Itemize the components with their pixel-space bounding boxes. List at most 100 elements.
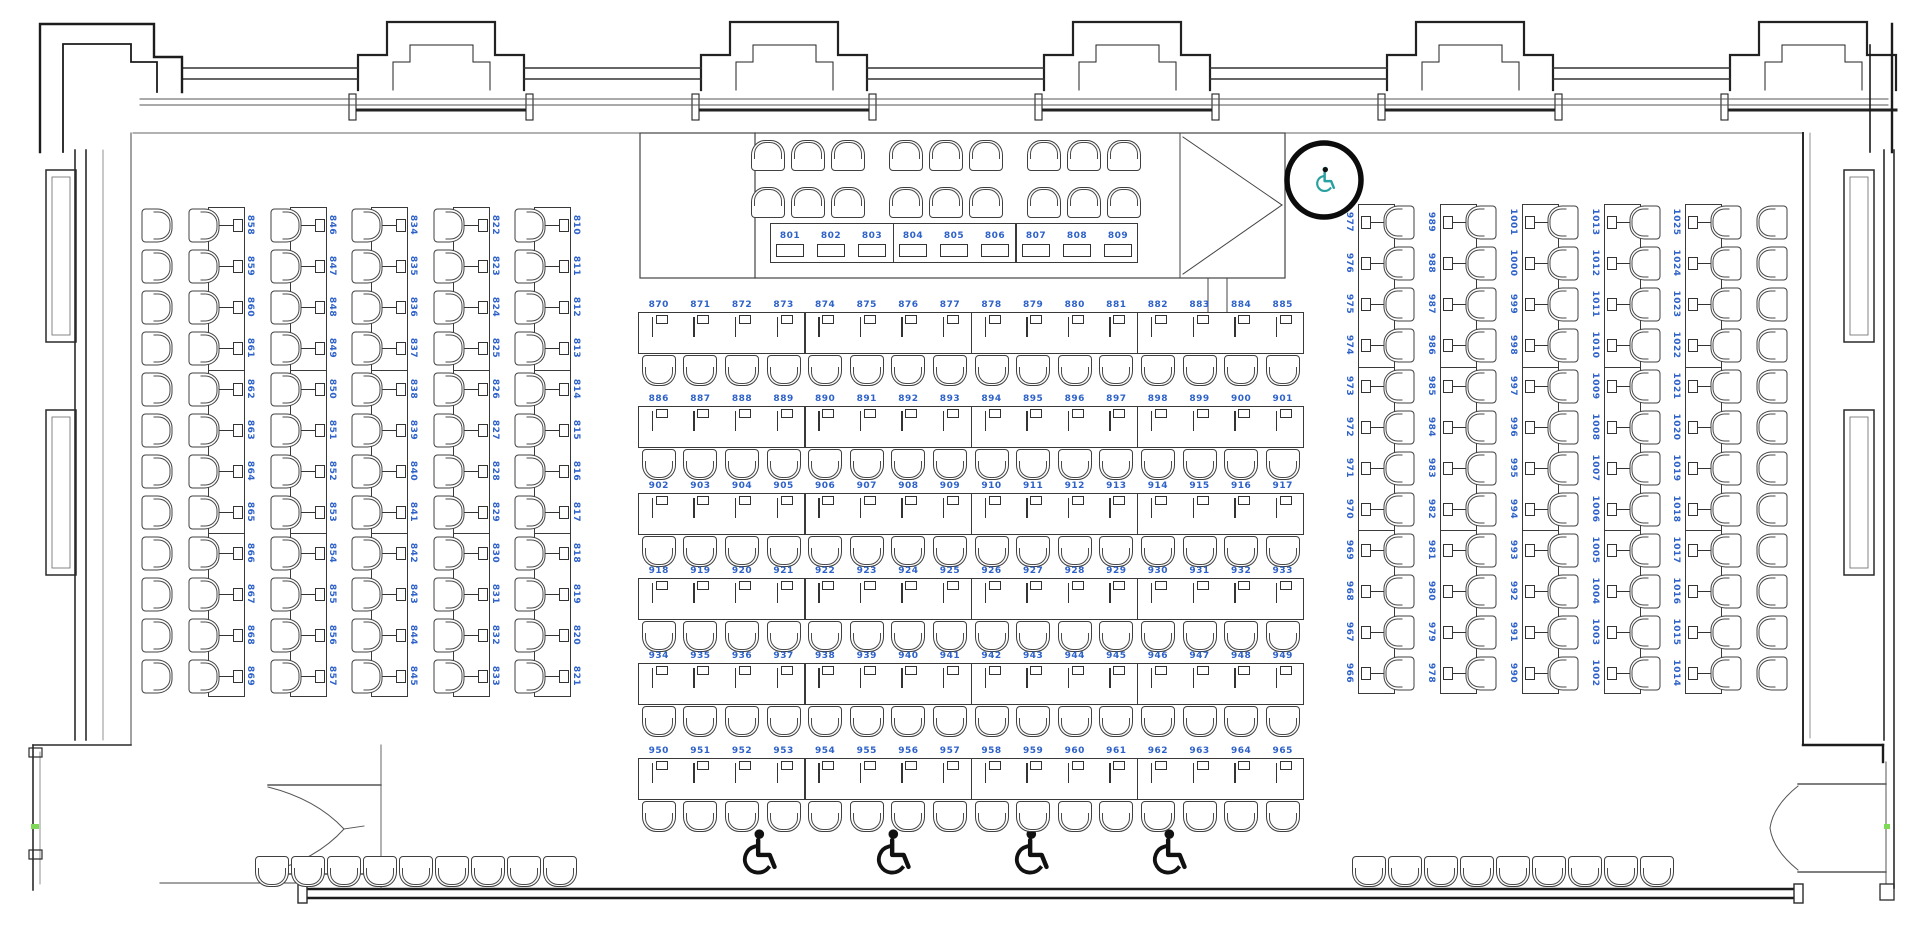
chair-icon [1099, 621, 1134, 652]
terminal-icon [298, 422, 325, 438]
seat-label: 919 [690, 566, 711, 576]
chair-icon [141, 372, 173, 406]
chair-icon [1629, 328, 1660, 362]
seat-label: 821 [571, 665, 581, 687]
desk-divider [1522, 367, 1559, 369]
seat-label: 936 [731, 651, 753, 661]
chair-icon [849, 449, 884, 480]
terminal-icon [1443, 460, 1469, 476]
seat-label: 863 [245, 419, 255, 441]
seat-label: 855 [326, 583, 337, 605]
terminal-icon [942, 496, 959, 520]
desk-divider [1685, 367, 1722, 369]
accessible-entry-badge [1284, 140, 1364, 220]
terminal-icon [380, 381, 406, 397]
seat-label: 934 [648, 651, 669, 661]
terminal-icon [543, 668, 569, 684]
terminal-icon [1688, 419, 1714, 435]
seat-label: 964 [1230, 746, 1252, 756]
seat-label: 850 [326, 378, 337, 400]
terminal-icon [734, 315, 751, 339]
seat-label: 825 [489, 337, 500, 359]
chair-icon [1547, 205, 1579, 239]
chair-icon [808, 621, 843, 652]
seat-label: 859 [245, 255, 255, 277]
chair-icon [1027, 140, 1061, 171]
terminal-icon [543, 340, 569, 356]
terminal-icon [1525, 255, 1551, 271]
chair-icon [1107, 187, 1141, 218]
terminal-icon [1275, 666, 1292, 690]
chair-icon [141, 577, 173, 611]
terminal-icon [1025, 581, 1043, 605]
chair-icon [1224, 621, 1259, 652]
seat-label: 913 [1106, 481, 1127, 491]
seat-label: 857 [326, 665, 337, 687]
seat-label: 822 [489, 214, 500, 236]
seat-label: 945 [1106, 651, 1127, 661]
seat-label: 1006 [1589, 495, 1600, 523]
chair-icon [1629, 615, 1660, 649]
chair-icon [188, 577, 220, 611]
chair-icon [270, 536, 301, 570]
chair-icon [1067, 187, 1101, 218]
seat-label: 811 [571, 255, 581, 277]
chair-icon [433, 208, 464, 242]
terminal-icon [817, 581, 835, 605]
chair-icon [1640, 856, 1674, 887]
chair-icon [1224, 449, 1259, 480]
seat-label: 987 [1426, 293, 1436, 315]
terminal-icon [651, 666, 668, 690]
chair-icon [433, 413, 464, 447]
terminal-icon [734, 666, 751, 690]
chair-icon [1710, 451, 1742, 485]
chair-icon [974, 706, 1009, 737]
seat-label: 809 [1107, 231, 1129, 241]
seat-label: 906 [815, 481, 836, 491]
terminal-icon [1606, 296, 1633, 312]
seat-label: 967 [1344, 621, 1354, 643]
chair-icon [932, 621, 967, 652]
chair-icon [1465, 656, 1497, 690]
terminal-icon [1361, 624, 1387, 640]
chair-icon [1465, 205, 1497, 239]
desk-divider [371, 370, 408, 372]
seat-label: 997 [1508, 375, 1518, 397]
chair-icon [641, 801, 676, 832]
chair-icon [1547, 492, 1579, 526]
seat-label: 801 [779, 231, 801, 241]
seat-label: 885 [1272, 300, 1293, 310]
chair-icon [514, 618, 546, 652]
seat-label: 923 [856, 566, 877, 576]
terminal-icon [380, 258, 406, 274]
seat-label: 908 [898, 481, 919, 491]
chair-icon [974, 801, 1009, 832]
chair-icon [1140, 536, 1175, 567]
chair-icon [724, 706, 759, 737]
seat-label: 845 [408, 665, 418, 687]
seat-label: 938 [815, 651, 836, 661]
terminal-icon [1108, 581, 1126, 605]
seat-label: 939 [856, 651, 877, 661]
desk-divider [970, 493, 973, 535]
chair-icon [270, 454, 301, 488]
seat-label: 949 [1272, 651, 1293, 661]
seat-label: 922 [815, 566, 836, 576]
desk-divider [804, 758, 806, 800]
desk-divider [534, 370, 571, 372]
chair-icon [1265, 355, 1300, 386]
chair-icon [932, 536, 967, 567]
seat-label: 891 [856, 394, 877, 404]
terminal-icon [734, 761, 751, 785]
chair-icon [1057, 621, 1092, 652]
desk-divider [452, 533, 490, 535]
terminal-icon [900, 496, 918, 520]
chair-icon [766, 449, 801, 480]
terminal-icon [380, 545, 406, 561]
desk-divider [804, 493, 806, 535]
seat-label: 962 [1147, 746, 1169, 756]
chair-icon [1756, 246, 1788, 280]
seat-label: 904 [731, 481, 753, 491]
seat-label: 920 [731, 566, 753, 576]
terminal-icon [380, 217, 406, 233]
